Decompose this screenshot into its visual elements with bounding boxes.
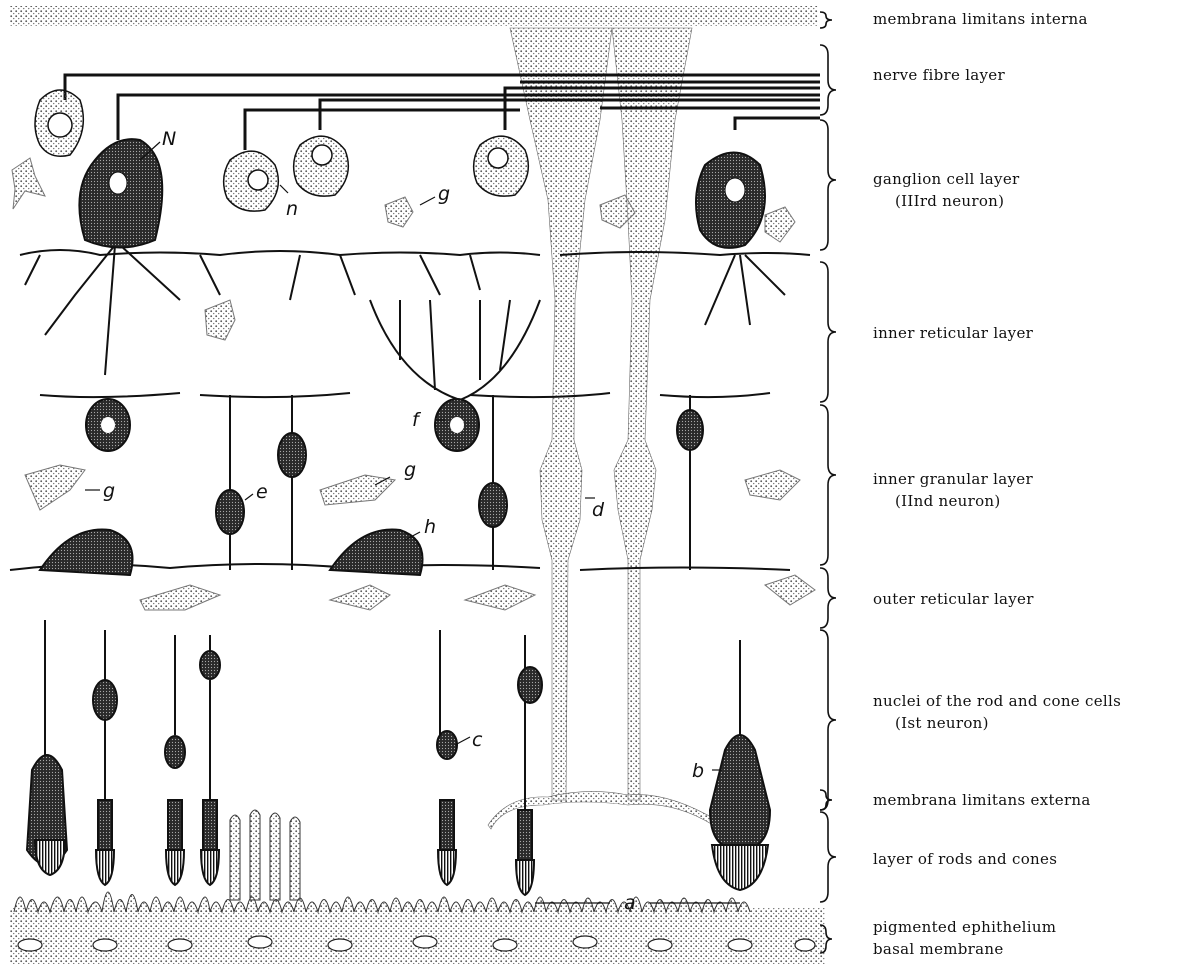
label-a: a xyxy=(624,892,636,914)
label-g3: g xyxy=(404,459,416,481)
layer-brackets xyxy=(820,12,836,953)
label-b: b xyxy=(692,760,704,782)
retina-illustration: N n g f g g e h d c b a xyxy=(0,0,860,969)
label-n: n xyxy=(286,198,298,220)
layer-nerve-fibre: nerve fibre layer xyxy=(873,64,1005,86)
nerve-fibres xyxy=(65,75,820,150)
label-e: e xyxy=(256,481,268,503)
layer-membrana-limitans-interna: membrana limitans interna xyxy=(873,8,1088,30)
layer-rods-and-cones: layer of rods and cones xyxy=(873,848,1057,870)
layer-pigment-epithelium: pigmented ephithelium basal membrane xyxy=(873,916,1056,960)
label-d: d xyxy=(592,499,605,521)
layer-inner-reticular: inner reticular layer xyxy=(873,322,1033,344)
photoreceptors xyxy=(27,620,770,900)
label-g2: g xyxy=(103,480,115,502)
label-f: f xyxy=(412,409,422,431)
layer-ganglion-cell: ganglion cell layer (IIIrd neuron) xyxy=(873,168,1019,212)
layer-outer-reticular: outer reticular layer xyxy=(873,588,1034,610)
layer-membrana-limitans-externa: membrana limitans externa xyxy=(873,789,1091,811)
layer-inner-granular: inner granular layer (IInd neuron) xyxy=(873,468,1033,512)
label-h: h xyxy=(424,516,436,538)
layer-rod-cone-nuclei: nuclei of the rod and cone cells (Ist ne… xyxy=(873,690,1121,734)
label-g1: g xyxy=(438,183,450,205)
label-c: c xyxy=(472,729,483,751)
membrana-limitans-interna-band xyxy=(10,6,818,26)
label-N: N xyxy=(162,128,176,150)
